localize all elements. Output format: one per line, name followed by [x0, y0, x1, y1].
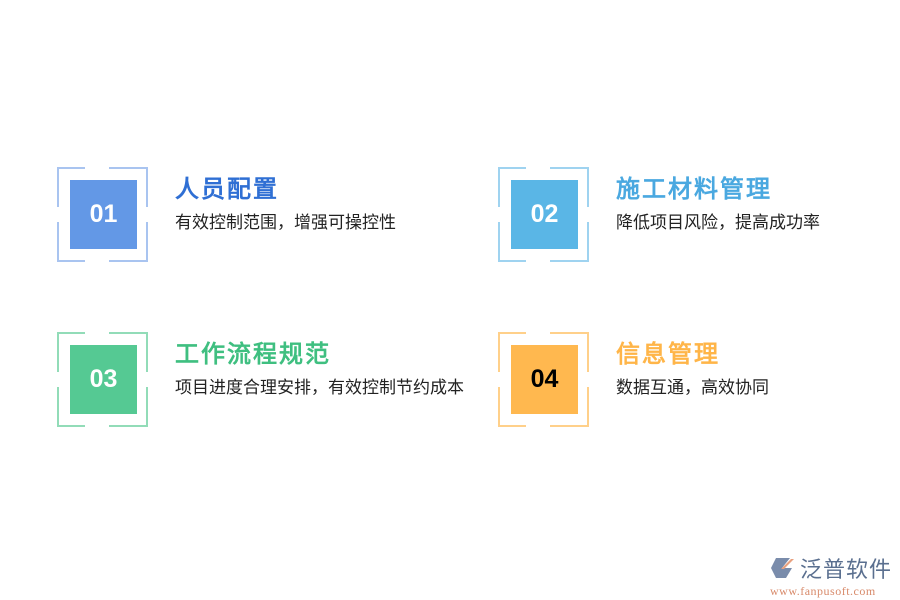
card-description: 项目进度合理安排，有效控制节约成本: [175, 378, 464, 398]
card-staffing: 01 人员配置 有效控制范围，增强可操控性: [57, 167, 457, 267]
card-frame: 01: [57, 167, 148, 262]
card-description: 降低项目风险，提高成功率: [616, 213, 820, 233]
logo-url: www.fanpusoft.com: [770, 584, 876, 598]
brand-logo: 泛普软件 www.fanpusoft.com: [770, 552, 895, 599]
card-frame: 02: [498, 167, 589, 262]
card-title: 施工材料管理: [616, 175, 772, 203]
number-badge: 03: [70, 345, 137, 414]
card-frame: 03: [57, 332, 148, 427]
card-materials: 02 施工材料管理 降低项目风险，提高成功率: [498, 167, 898, 267]
number-badge: 02: [511, 180, 578, 249]
card-workflow: 03 工作流程规范 项目进度合理安排，有效控制节约成本: [57, 332, 464, 432]
logo-name: 泛普软件: [800, 558, 893, 583]
card-description: 有效控制范围，增强可操控性: [175, 213, 396, 233]
card-title: 人员配置: [175, 175, 279, 203]
card-title: 工作流程规范: [175, 340, 331, 368]
number-badge: 01: [70, 180, 137, 249]
fanpu-logo-icon: [771, 558, 794, 578]
number-badge: 04: [511, 345, 578, 414]
card-description: 数据互通，高效协同: [616, 378, 769, 398]
card-information: 04 信息管理 数据互通，高效协同: [498, 332, 898, 432]
card-title: 信息管理: [616, 340, 720, 368]
card-frame: 04: [498, 332, 589, 427]
